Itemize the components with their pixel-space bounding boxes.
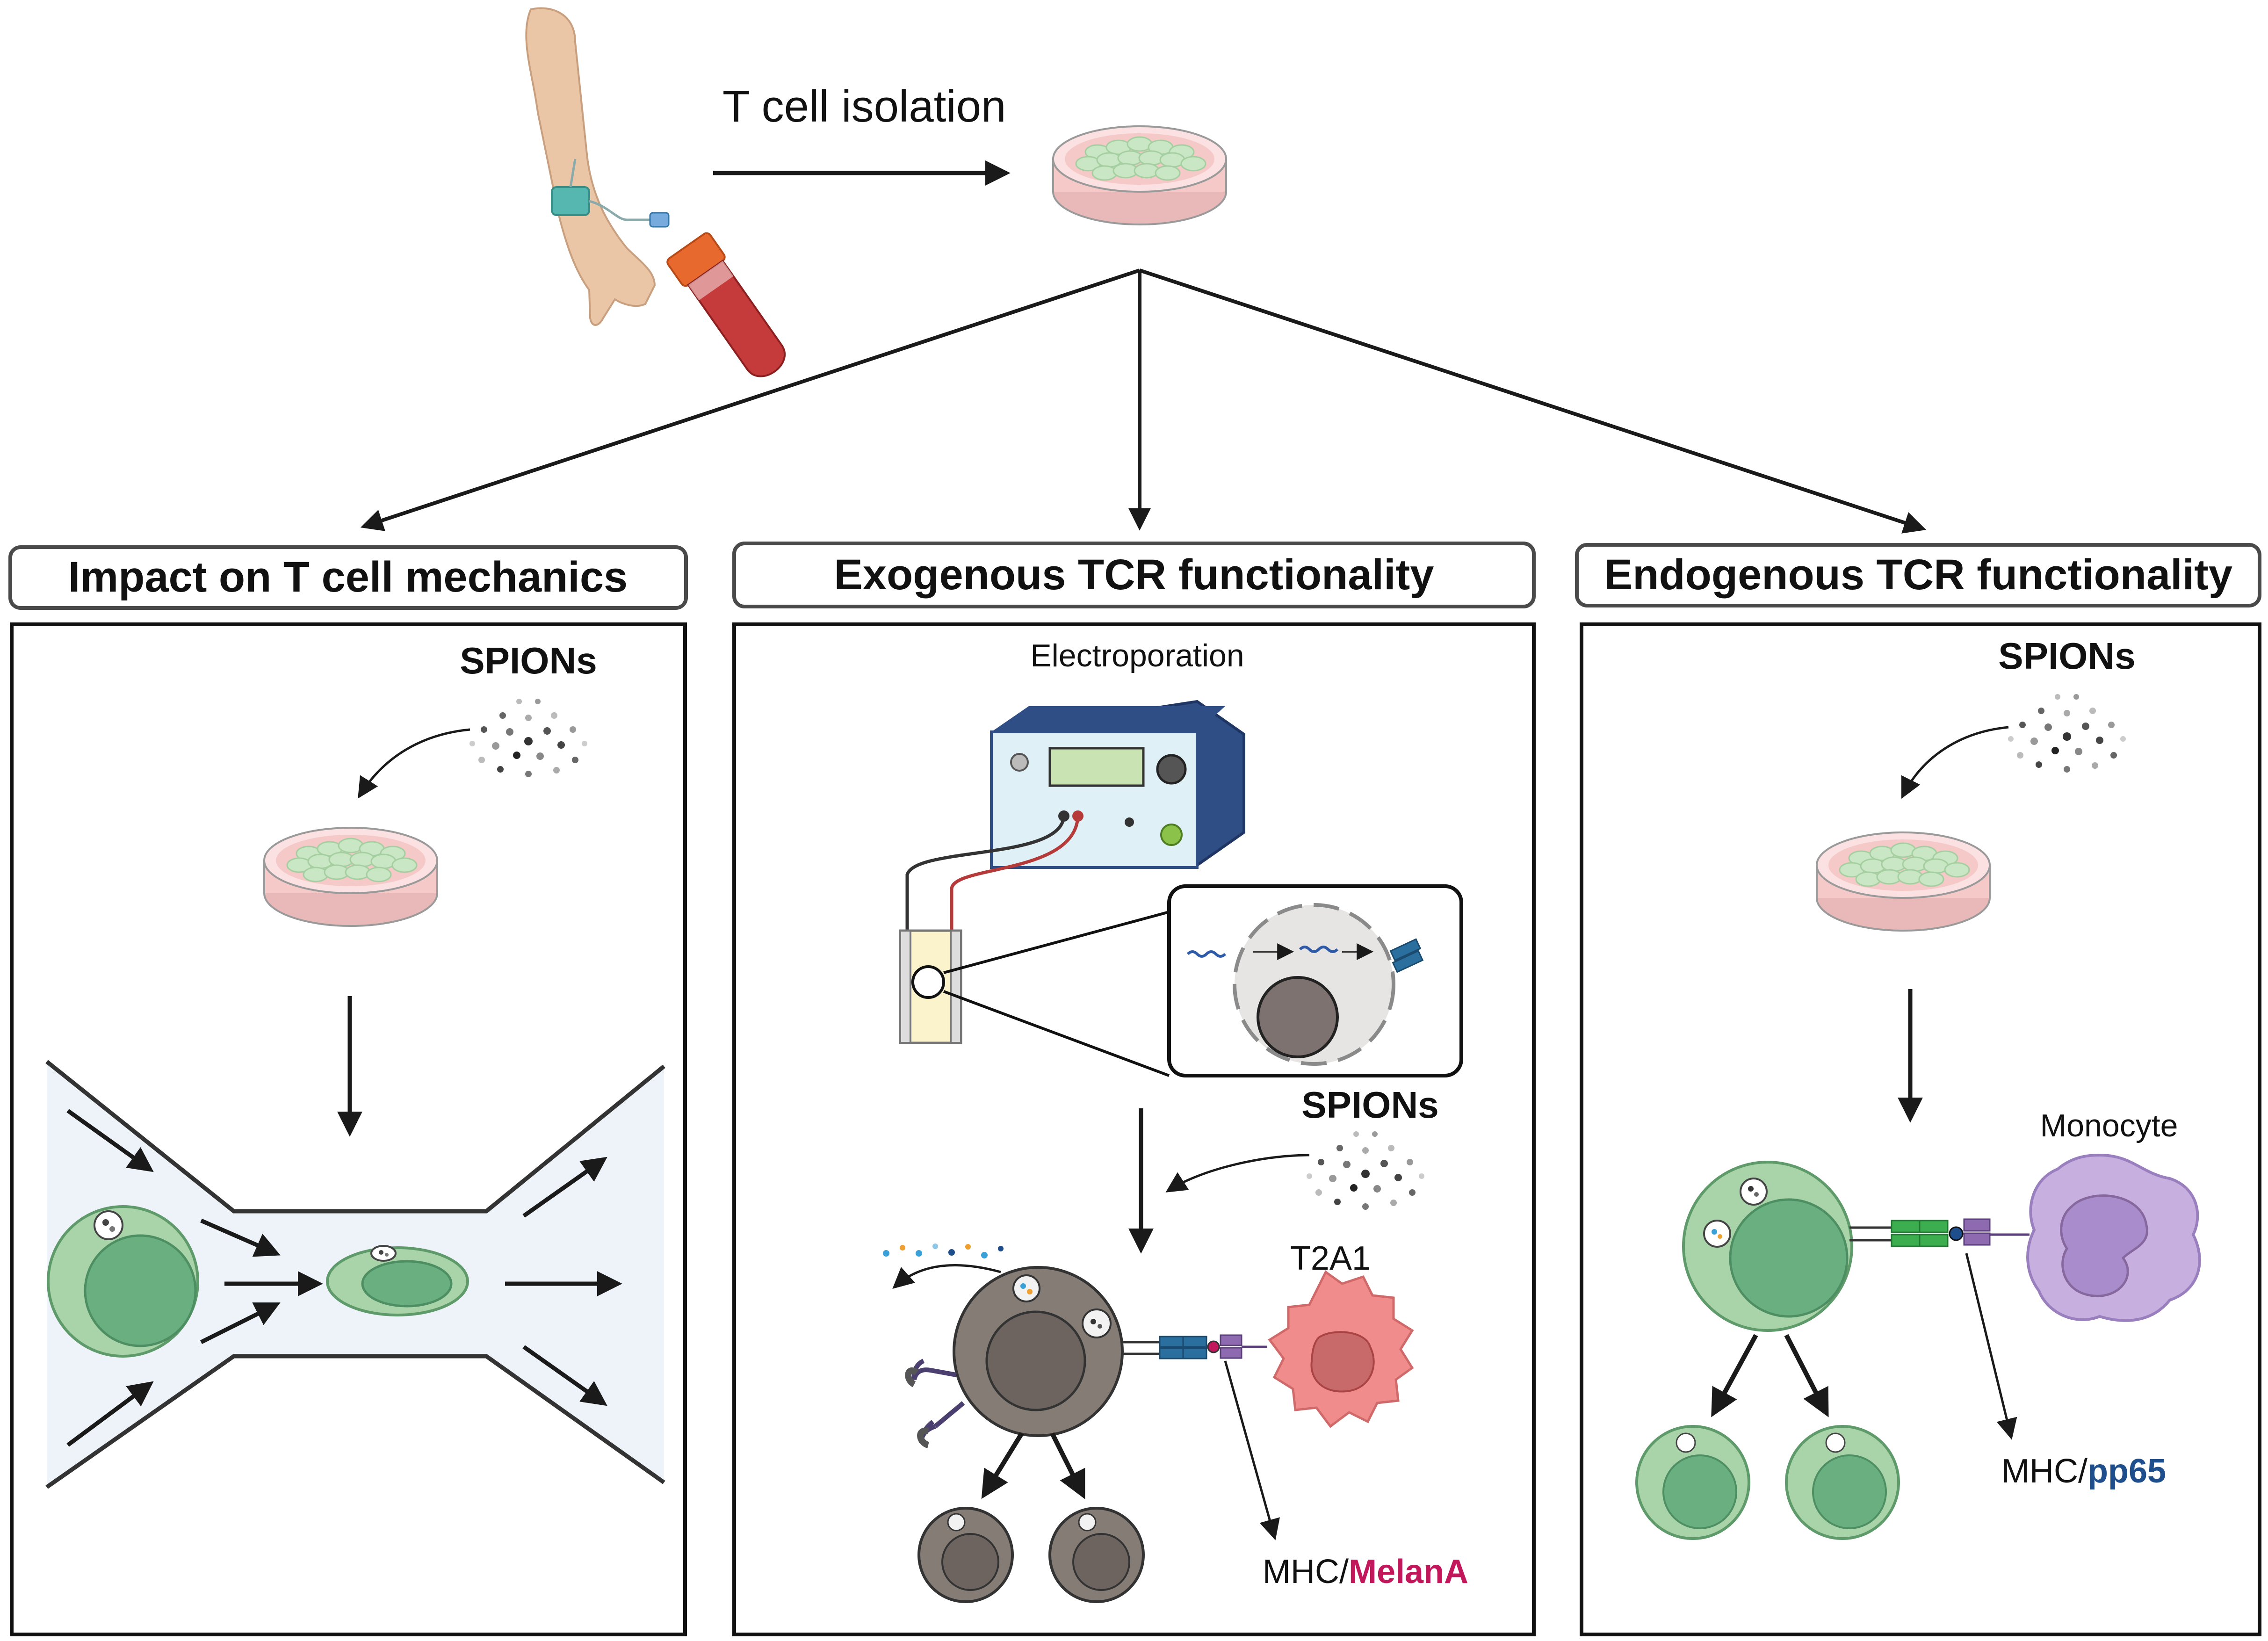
arm-blood-draw-illustration <box>525 7 786 377</box>
electroporator-device <box>990 700 1245 869</box>
cytokine-release <box>883 1243 1004 1289</box>
t-cell-deformed <box>326 1245 469 1316</box>
antigen-name: MelanA <box>1349 1553 1468 1590</box>
panel-exogenous: Exogenous TCR functionality Electroporat… <box>732 542 1536 1636</box>
antigen-pointer <box>1224 1360 1280 1540</box>
branch-arrows <box>360 268 1927 534</box>
panel-title: Endogenous TCR functionality <box>1604 551 2232 599</box>
mhc-prefix: MHC/ <box>1263 1553 1349 1590</box>
tcr-mhc-synapse <box>1849 1218 2030 1247</box>
t2a1-target-cell <box>1268 1270 1414 1428</box>
panel-title-box <box>1575 543 2261 607</box>
daughter-cell <box>1048 1507 1145 1603</box>
isolation-label: T cell isolation <box>722 81 1006 131</box>
culture-dish <box>263 827 438 927</box>
culture-dish <box>1816 831 1991 932</box>
monocyte-cell <box>2026 1153 2201 1322</box>
t-cell-before <box>47 1205 199 1358</box>
target-label: T2A1 <box>1290 1240 1371 1277</box>
daughter-cell <box>1635 1425 1750 1540</box>
cuvette <box>899 929 962 1044</box>
electroporation-zoom-inset <box>1167 884 1463 1077</box>
spions-addition-arrow <box>358 728 470 799</box>
antigen-name: pp65 <box>2087 1453 2166 1490</box>
panel-endogenous: Endogenous TCR functionality SPIONs <box>1575 543 2261 1636</box>
target-label: Monocyte <box>2040 1108 2178 1143</box>
flow-arrows <box>66 1109 622 1447</box>
proliferation-arrows <box>1711 1334 1829 1417</box>
antigen-pointer <box>1965 1253 2017 1440</box>
daughter-cell <box>917 1507 1014 1603</box>
panel-title: Exogenous TCR functionality <box>834 551 1434 599</box>
tcr-mhc-synapse <box>1122 1334 1267 1359</box>
t-cell-activated <box>1682 1161 1853 1332</box>
spions-label: SPIONs <box>460 640 597 681</box>
top-culture-dish <box>1052 125 1227 225</box>
panel-title: Impact on T cell mechanics <box>68 553 628 601</box>
electroporation-label: Electroporation <box>1030 638 1244 673</box>
proliferation-arrows <box>981 1432 1085 1499</box>
mhc-prefix: MHC/ <box>2001 1453 2087 1490</box>
panel-title-box <box>732 542 1536 608</box>
spions-label: SPIONs <box>1998 635 2135 677</box>
spions-addition-arrow <box>1165 1154 1310 1193</box>
electrode-wire-black <box>905 816 1066 931</box>
electrode-wire-red <box>950 816 1080 931</box>
spions-label: SPIONs <box>1301 1084 1438 1126</box>
spions-addition-arrow <box>1901 726 2009 799</box>
mhc-antigen-label: MHC/pp65 <box>2001 1453 2166 1490</box>
daughter-cell <box>1785 1425 1900 1540</box>
mhc-antigen-label: MHC/MelanA <box>1263 1553 1468 1590</box>
panel-mechanics: Impact on T cell mechanics SPIONs <box>8 545 688 1636</box>
panel-title-box <box>8 545 688 610</box>
engineered-t-cell <box>905 1266 1124 1448</box>
